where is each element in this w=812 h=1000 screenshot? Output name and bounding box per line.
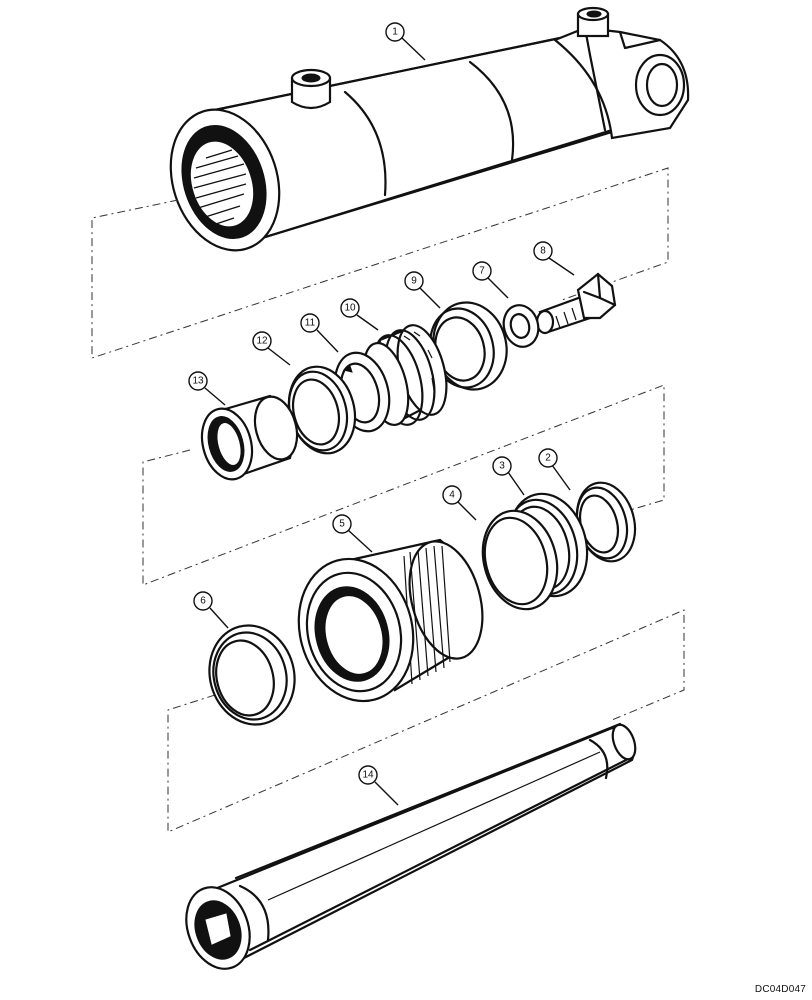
gland	[297, 538, 484, 703]
callout-7: 7	[472, 261, 492, 281]
svg-text:3: 3	[499, 461, 505, 472]
washer	[502, 304, 540, 348]
svg-text:7: 7	[479, 266, 485, 277]
spacer-tube	[200, 394, 299, 481]
piston	[362, 324, 448, 426]
callout-13: 13	[188, 371, 208, 391]
cylinder-barrel	[169, 6, 690, 252]
svg-text:9: 9	[411, 276, 417, 287]
svg-text:4: 4	[449, 490, 455, 501]
bleed-screw	[535, 272, 617, 335]
svg-text:10: 10	[344, 303, 356, 314]
callout-14: 14	[358, 765, 378, 785]
svg-text:14: 14	[362, 770, 374, 781]
callout-9: 9	[404, 271, 424, 291]
seal-ring-12	[287, 365, 357, 455]
leader-lines	[204, 37, 575, 806]
callout-8: 8	[533, 241, 553, 261]
callout-1: 1	[385, 22, 405, 42]
svg-text:12: 12	[256, 336, 268, 347]
callout-12: 12	[252, 331, 272, 351]
drawing-reference-code: DC04D047	[754, 984, 806, 995]
wiper-ring	[481, 509, 559, 611]
callout-5: 5	[332, 514, 352, 534]
piston-rod	[185, 722, 637, 970]
callout-2: 2	[538, 448, 558, 468]
svg-text:5: 5	[339, 519, 345, 530]
svg-text:1: 1	[392, 27, 398, 38]
callout-4: 4	[442, 485, 462, 505]
alignment-lines	[91, 167, 685, 833]
svg-text:8: 8	[540, 246, 546, 257]
callout-3: 3	[492, 456, 512, 476]
svg-text:2: 2	[545, 453, 551, 464]
svg-text:13: 13	[192, 376, 204, 387]
svg-text:11: 11	[305, 318, 316, 329]
seal-ring-6	[208, 624, 296, 726]
callout-10: 10	[340, 298, 360, 318]
callout-11: 11	[300, 313, 320, 333]
callout-6: 6	[193, 591, 213, 611]
svg-text:6: 6	[200, 596, 206, 607]
seal-ring-9	[429, 301, 508, 391]
